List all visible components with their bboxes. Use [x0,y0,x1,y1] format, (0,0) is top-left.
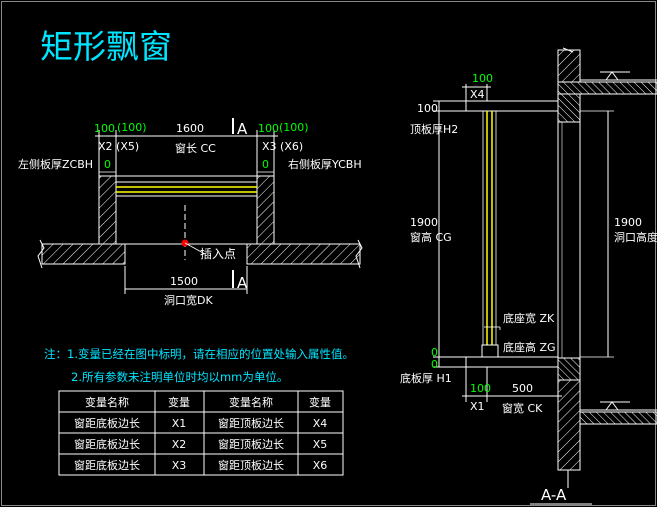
opening-width-label: 洞口宽DK [164,293,213,307]
dim-100-bottom: 100 [470,382,491,395]
variable-table: 变量名称 变量 变量名称 变量 窗距底板边长 X1 窗距顶板边长 X4 窗距底板… [58,390,344,476]
window-width-label: 窗宽 CK [502,401,543,415]
break-mark [355,239,363,269]
section-mark-bottom: A [237,274,248,292]
section-title: A-A [541,486,567,504]
bottom-board [465,356,559,368]
dim-1600: 1600 [176,122,204,135]
plan-view: 100 (100) 1600 100 (100) X2 (X5) X3 (X6)… [18,118,363,307]
table-cell: X6 [313,459,328,472]
dim-500: 500 [512,382,533,395]
leader-line [184,242,206,255]
dim-100-top: 100 [472,72,493,85]
height-value: 1900 [410,216,438,229]
var-x2-x5: X2 (X5) [98,140,139,153]
table-header-cell: 变量名称 [229,395,273,409]
table-cell: 窗距顶板边长 [218,416,284,430]
page-title: 矩形飘窗 [40,27,172,66]
base-height-label: 底座高 ZG [503,340,556,354]
wall-left [41,243,126,265]
table-cell: X1 [172,417,187,430]
table-cell: X3 [172,459,187,472]
section-mark-top: A [237,120,248,138]
lower-floor-slab [579,411,657,425]
dim-100-left: 100 [94,122,115,135]
window-length-label: 窗长 CC [175,141,216,155]
level-mark [605,71,619,81]
right-side-board [256,175,275,245]
sill-beam [557,357,581,381]
dim-100-right: 100 [258,122,279,135]
table-header-cell: 变量 [168,395,190,409]
right-thickness-label: 右侧板厚YCBH [288,157,362,171]
wall-upper [557,49,581,83]
table-header-cell: 变量 [309,395,331,409]
opening-height-label: 洞口高度 [614,230,657,244]
table-cell: X4 [313,417,328,430]
wall-middle [557,121,581,359]
table-cell: 窗距顶板边长 [218,458,284,472]
zero-right: 0 [262,158,269,171]
wall-right [246,243,361,265]
table-cell: X2 [172,438,187,451]
var-x4: X4 [470,88,485,101]
wall-lower [557,379,581,471]
table-cell: 窗距顶板边长 [218,437,284,451]
break-mark [37,239,45,269]
table-cell: X5 [313,438,328,451]
top-thickness-label: 顶板厚H2 [410,122,458,136]
zero-b: 0 [431,358,438,371]
left-side-board [98,175,117,245]
table-cell: 窗距底板边长 [74,437,140,451]
height-label: 窗高 CG [410,230,452,244]
base-width-label: 底座宽 ZK [503,311,555,325]
dim-100-left-alt: (100) [117,121,147,134]
zero-a: 0 [431,346,438,359]
table-cell: 窗距底板边长 [74,458,140,472]
var-x3-x6: X3 (X6) [262,140,303,153]
dim-1500: 1500 [170,275,198,288]
break-line [562,47,574,53]
level-mark [605,401,619,411]
insert-point-label: 插入点 [200,247,236,261]
note-line-1: 注：1.变量已经在图中标明，请在相应的位置处输入属性值。 [44,347,354,361]
note-line-2: 2.所有参数未注明单位时均以mm为单位。 [71,370,288,384]
table-header-cell: 变量名称 [85,395,129,409]
top-offset-dim: 100 [417,102,438,115]
section-view: 100 X4 100 顶板厚H2 1900 窗高 CG 1900 洞口高度 底座… [400,47,657,505]
var-x1: X1 [470,400,485,413]
base [481,344,499,358]
table-cell: 窗距底板边长 [74,416,140,430]
top-board [465,100,559,112]
dim-100-right-alt: (100) [279,121,309,134]
zero-left: 0 [104,158,111,171]
upper-floor-slab [557,81,657,95]
left-thickness-label: 左侧板厚ZCBH [18,157,93,171]
lintel [557,93,581,123]
opening-height-value: 1900 [614,216,642,229]
bottom-thickness-label: 底板厚 H1 [400,371,452,385]
